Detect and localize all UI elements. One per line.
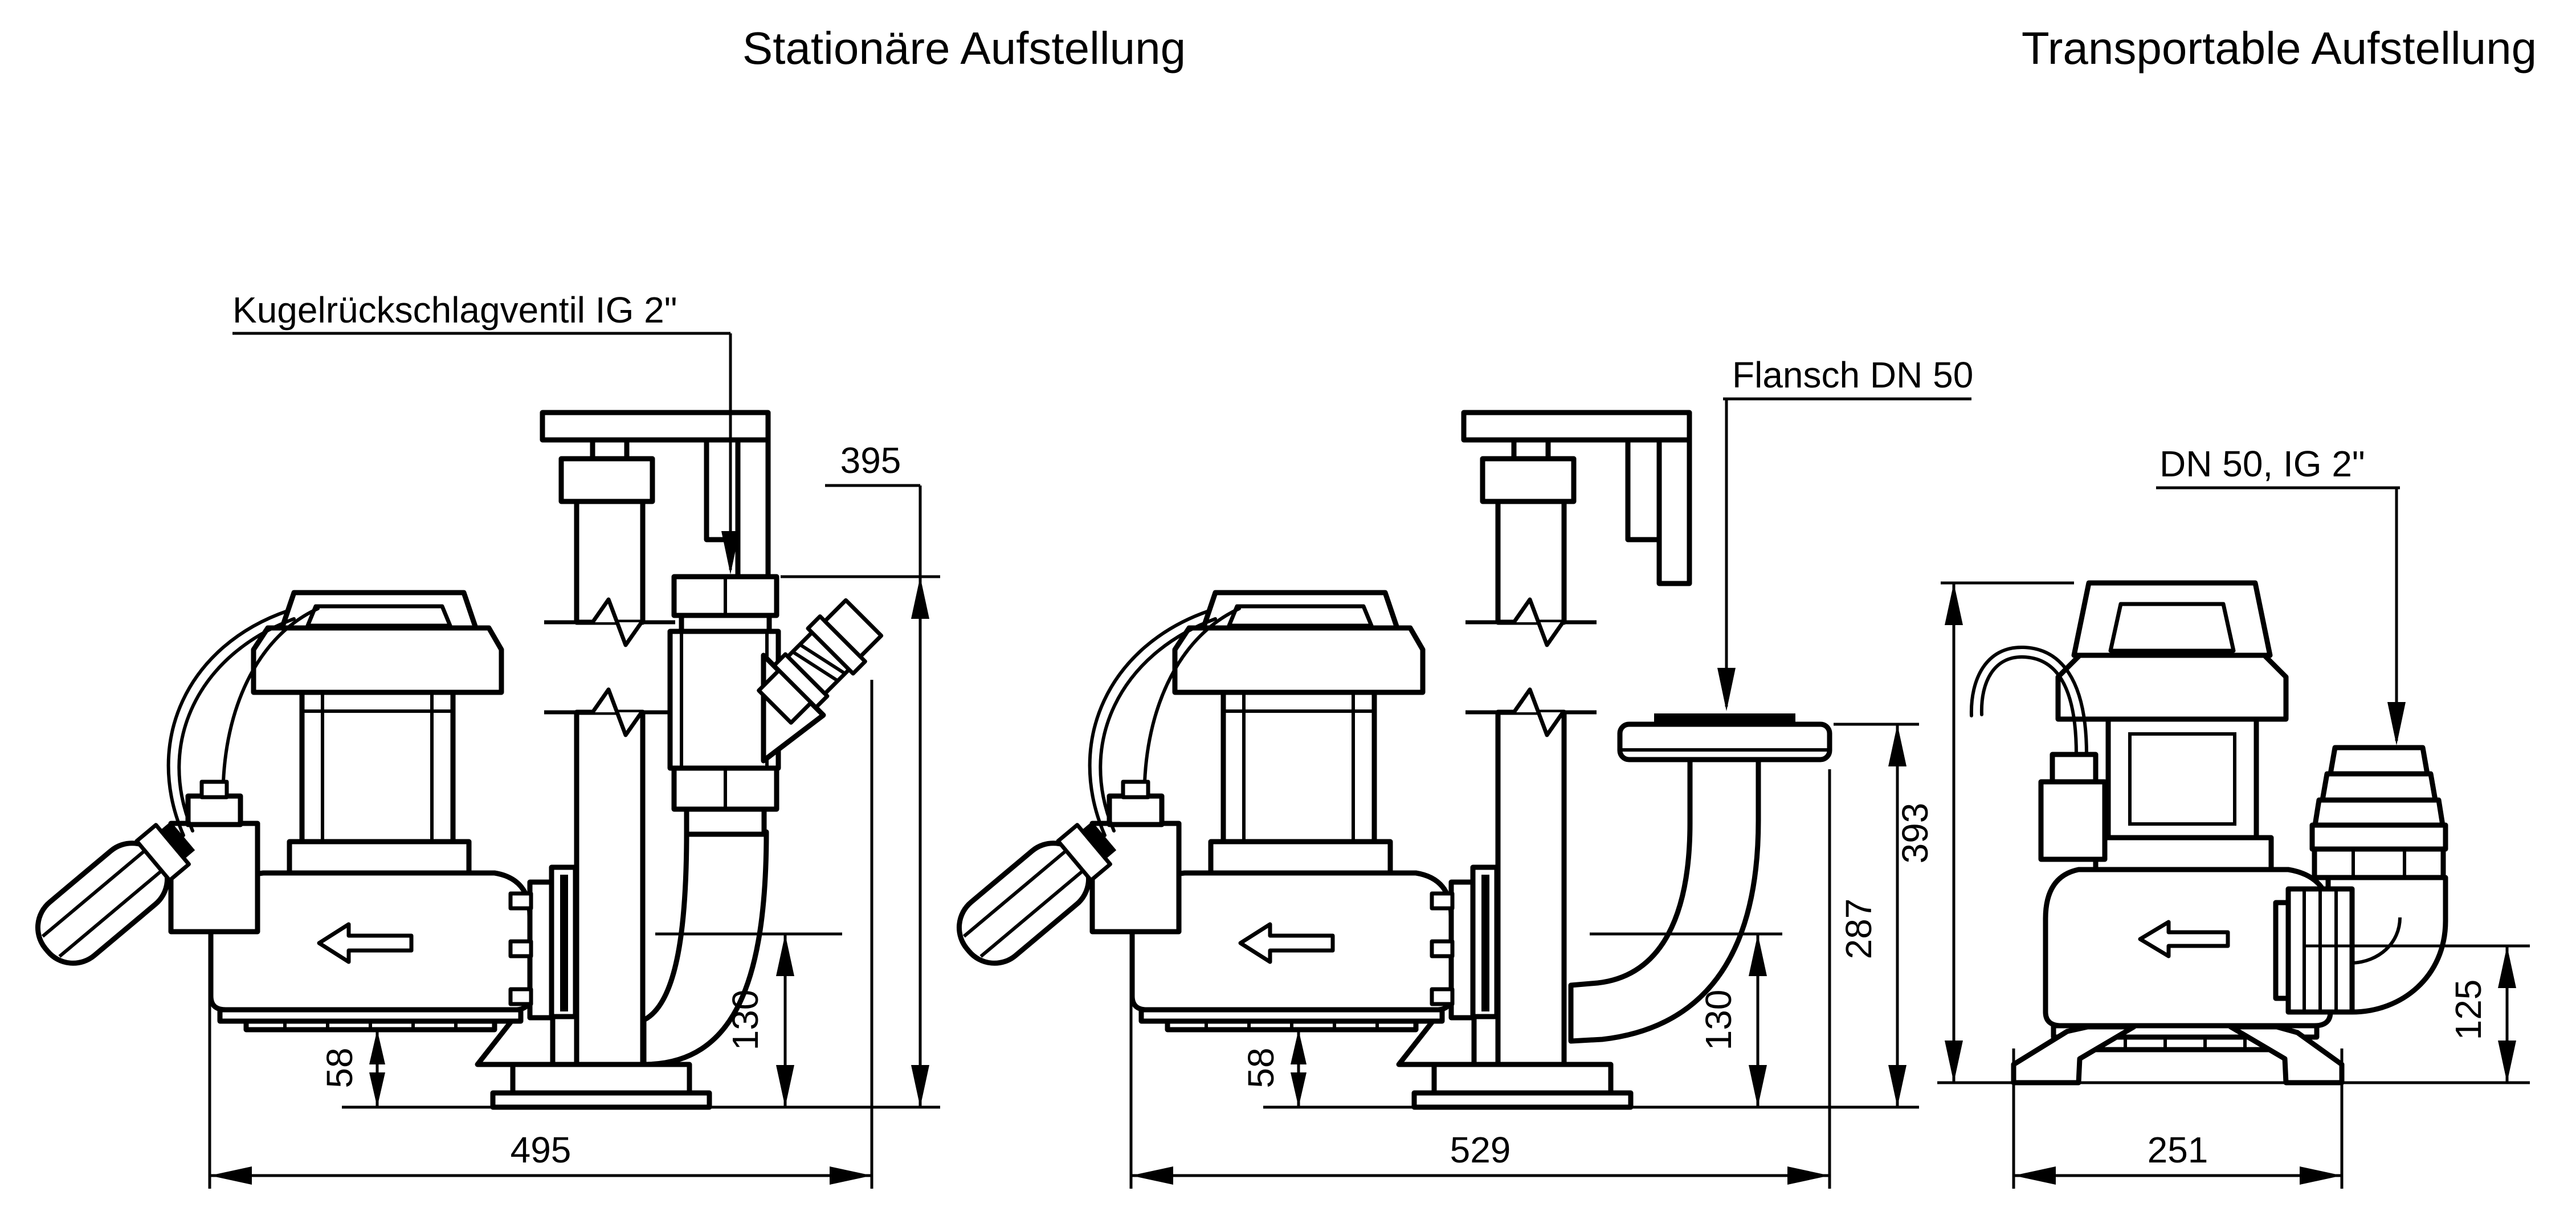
flange-gasket: [1654, 713, 1795, 724]
cable-junction-box: [2038, 779, 2108, 862]
dim-130-label: 130: [1698, 990, 1739, 1051]
dim-287-label: 287: [1838, 899, 1879, 960]
dim-529-label: 529: [1450, 1129, 1511, 1170]
valve-threaded-plug: [757, 598, 884, 725]
leader-arrow: [1717, 668, 1736, 711]
callout-check-valve: Kugelrückschlagventil IG 2": [232, 289, 677, 331]
title-stationary: Stationäre Aufstellung: [742, 23, 1186, 74]
dim-393-label: 393: [1895, 803, 1936, 864]
support-leg-left: [2011, 1024, 2137, 1086]
hose-barb: [2309, 745, 2448, 852]
power-cable-outer: [1969, 645, 2088, 756]
leader-arrow: [2387, 702, 2406, 745]
support-leg-right: [2228, 1024, 2345, 1086]
discharge-sweep-pipe: [1568, 756, 1761, 1044]
dim-251: 251: [2012, 1048, 2344, 1189]
portable-pump-body: [1969, 580, 2345, 1086]
dim-287: 287: [1834, 723, 1919, 1107]
connector-collar: [2312, 846, 2446, 880]
dim-130-label: 130: [725, 990, 766, 1051]
dim-495-label: 495: [511, 1129, 571, 1170]
callout-flange: Flansch DN 50: [1732, 354, 1973, 395]
drawing-transportable: DN 50, IG 2" 393 125 251: [1895, 443, 2530, 1189]
dim-495: 495: [208, 680, 873, 1189]
dim-393: 393: [1895, 581, 2074, 1083]
drawing-stationary-check-valve: Kugelrückschlagventil IG 2" 395 130: [25, 289, 940, 1189]
flange-dn50: [1617, 713, 1832, 762]
dim-58: 58: [1240, 1028, 1324, 1107]
dim-130: 130: [655, 932, 842, 1107]
callout-dn50: DN 50, IG 2": [2159, 443, 2365, 484]
dim-395-label: 395: [840, 440, 901, 481]
dim-58-label: 58: [319, 1047, 360, 1088]
dim-529: 529: [1129, 769, 1831, 1189]
motor-housing: [2105, 716, 2259, 841]
dim-395: 395: [781, 440, 940, 1107]
dim-125: 125: [2305, 944, 2530, 1083]
dim-130: 130: [1590, 932, 1782, 1107]
hose-connection: [2273, 745, 2448, 1015]
title-transportable: Transportable Aufstellung: [2022, 23, 2537, 74]
dim-125-label: 125: [2448, 980, 2489, 1041]
drawing-stationary-flange: Flansch DN 50 287 130 58: [946, 354, 1973, 1189]
ball-check-valve: [667, 574, 884, 837]
dim-58: 58: [319, 1028, 402, 1107]
power-cable: [1979, 655, 2078, 756]
flow-direction-arrow: [2138, 920, 2230, 958]
dim-251-label: 251: [2148, 1129, 2208, 1170]
dim-58-label: 58: [1240, 1047, 1281, 1088]
leader-arrow: [721, 531, 740, 574]
